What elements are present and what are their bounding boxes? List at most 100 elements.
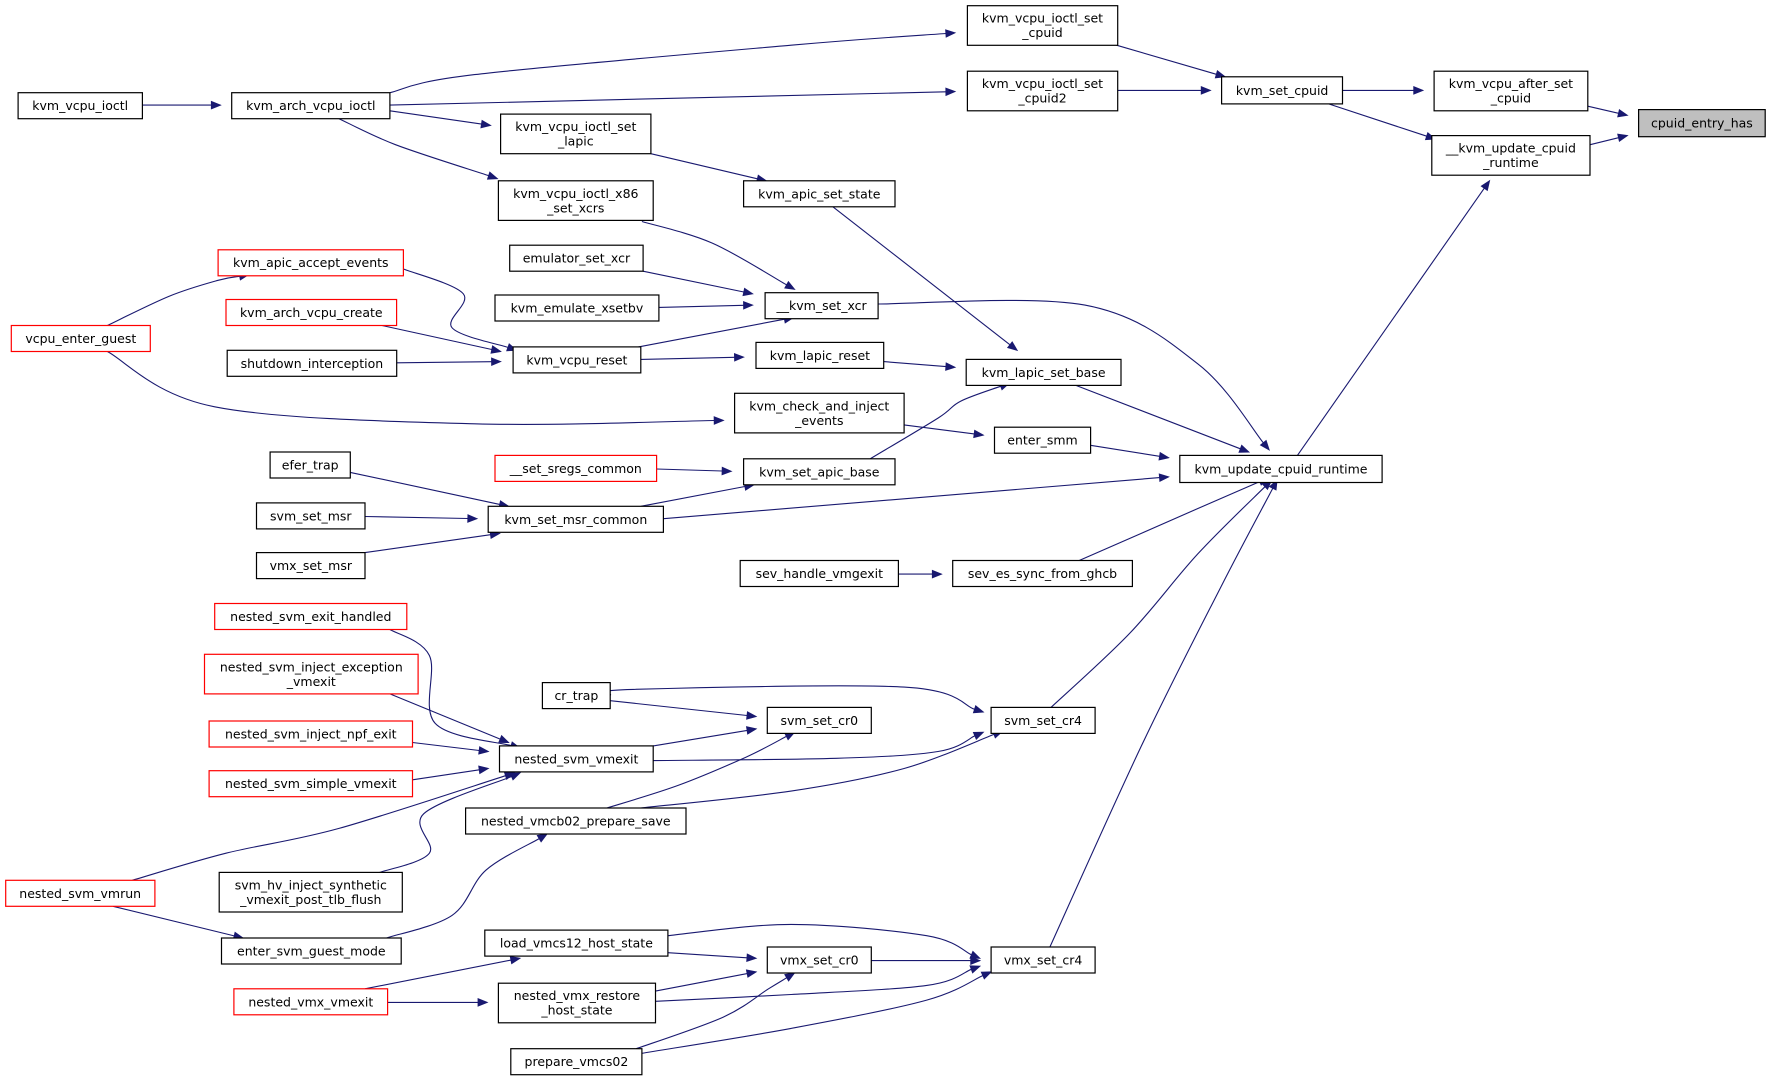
node-kvm-apic-accept-events[interactable]: kvm_apic_accept_events — [217, 249, 405, 277]
node-nested-svm-simple-vmexit[interactable]: nested_svm_simple_vmexit — [208, 770, 414, 798]
node-nested-vmx-vmexit[interactable]: nested_vmx_vmexit — [233, 988, 389, 1016]
node-vcpu-enter-guest[interactable]: vcpu_enter_guest — [10, 324, 151, 353]
arrowhead — [945, 87, 957, 97]
node-svm-set-msr[interactable]: svm_set_msr — [255, 502, 366, 530]
node-label: _cpuid — [1490, 91, 1531, 106]
edge-n17-to-n13 — [396, 357, 502, 367]
node-box — [17, 92, 144, 120]
node-vmx-set-cr0[interactable]: vmx_set_cr0 — [766, 946, 872, 974]
node-svm-set-cr4[interactable]: svm_set_cr4 — [990, 706, 1096, 735]
edge-n40-to-n34 — [379, 772, 522, 873]
node-kvm-set-xcr[interactable]: __kvm_set_xcr — [764, 292, 879, 320]
node-box — [966, 70, 1119, 112]
node-label: kvm_vcpu_ioctl_set — [982, 11, 1103, 26]
node-label: nested_svm_vmrun — [19, 886, 141, 901]
node-label: kvm_emulate_xsetbv — [511, 301, 644, 316]
node-kvm-vcpu-ioctl-set-cpuid2[interactable]: kvm_vcpu_ioctl_set_cpuid2 — [966, 70, 1119, 112]
node-nested-svm-exit-handled[interactable]: nested_svm_exit_handled — [214, 602, 408, 631]
arrowhead — [1480, 179, 1491, 192]
node-enter-svm-guest-mode[interactable]: enter_svm_guest_mode — [220, 937, 402, 965]
node-load-vmcs12-host-state[interactable]: load_vmcs12_host_state — [484, 929, 669, 957]
node-box — [218, 871, 403, 913]
node-kvm-set-msr-common[interactable]: kvm_set_msr_common — [487, 505, 665, 533]
node-emulator-set-xcr[interactable]: emulator_set_xcr — [509, 244, 644, 272]
node-label: kvm_set_msr_common — [504, 512, 647, 527]
node-nested-vmcb02-prepare-save[interactable]: nested_vmcb02_prepare_save — [465, 807, 687, 835]
node-kvm-apic-set-state[interactable]: kvm_apic_set_state — [742, 180, 896, 208]
node-label: nested_svm_inject_exception — [220, 659, 403, 674]
node-set-sregs-common[interactable]: __set_sregs_common — [494, 454, 658, 482]
arrowhead — [973, 429, 985, 439]
node-label: sev_handle_vmgexit — [756, 566, 884, 581]
node-box — [755, 341, 885, 369]
node-box — [742, 180, 896, 208]
node-label: sev_es_sync_from_ghcb — [968, 566, 1117, 581]
node-kvm-arch-vcpu-create[interactable]: kvm_arch_vcpu_create — [225, 298, 398, 327]
arrowhead — [945, 362, 957, 371]
node-nested-svm-vmrun[interactable]: nested_svm_vmrun — [5, 879, 156, 907]
node-label: vmx_set_cr0 — [780, 953, 859, 968]
node-svm-hv-inject-synthetic-vmexit-post-tlb-flush[interactable]: svm_hv_inject_synthetic_vmexit_post_tlb_… — [218, 871, 403, 913]
edge-n19-to-n18 — [832, 206, 1019, 352]
edge-n46-to-n45 — [364, 955, 522, 990]
node-kvm-lapic-set-base[interactable]: kvm_lapic_set_base — [965, 358, 1122, 386]
node-kvm-vcpu-reset[interactable]: kvm_vcpu_reset — [512, 346, 642, 374]
node-cpuid-entry-has[interactable]: cpuid_entry_has — [1637, 108, 1766, 138]
node-nested-vmx-restore-host-state[interactable]: nested_vmx_restore_host_state — [497, 982, 657, 1024]
node-nested-svm-inject-npf-exit[interactable]: nested_svm_inject_npf_exit — [208, 720, 414, 748]
node-kvm-arch-vcpu-ioctl[interactable]: kvm_arch_vcpu_ioctl — [231, 92, 391, 120]
node-label: load_vmcs12_host_state — [500, 936, 653, 951]
edge-n12-to-n9 — [658, 300, 754, 310]
node-sev-es-sync-from-ghcb[interactable]: sev_es_sync_from_ghcb — [952, 559, 1134, 588]
node-box — [952, 559, 1134, 588]
node-vmx-set-msr[interactable]: vmx_set_msr — [255, 551, 366, 580]
node-nested-svm-vmexit[interactable]: nested_svm_vmexit — [498, 745, 654, 773]
arrowhead — [1617, 133, 1629, 143]
node-svm-set-cr0[interactable]: svm_set_cr0 — [766, 706, 872, 735]
node-kvm-vcpu-ioctl-x86-set-xcrs[interactable]: kvm_vcpu_ioctl_x86_set_xcrs — [497, 180, 654, 222]
node-box — [203, 653, 419, 695]
node-kvm-update-cpuid-runtime[interactable]: __kvm_update_cpuid_runtime — [1431, 135, 1591, 176]
node-efer-trap[interactable]: efer_trap — [269, 451, 351, 479]
node-prepare-vmcs02[interactable]: prepare_vmcs02 — [510, 1048, 643, 1076]
node-vmx-set-cr4[interactable]: vmx_set_cr4 — [990, 946, 1096, 974]
node-label: efer_trap — [282, 458, 339, 473]
node-kvm-set-apic-base[interactable]: kvm_set_apic_base — [742, 458, 896, 486]
arrowhead — [746, 711, 758, 720]
edge-n21-to-n18 — [883, 361, 957, 371]
edge-n26-to-n24 — [364, 514, 479, 523]
arrowhead — [1158, 473, 1170, 482]
node-label: vcpu_enter_guest — [25, 331, 136, 346]
node-nested-svm-inject-exception-vmexit[interactable]: nested_svm_inject_exception_vmexit — [203, 653, 419, 695]
arrowhead — [509, 772, 522, 781]
node-label: kvm_lapic_set_base — [982, 365, 1106, 380]
arrowhead — [1413, 86, 1425, 95]
node-box — [225, 298, 398, 327]
node-cr-trap[interactable]: cr_trap — [541, 681, 611, 710]
node-sev-handle-vmgexit[interactable]: sev_handle_vmgexit — [739, 559, 900, 588]
node-box — [766, 706, 872, 735]
arrowhead — [498, 734, 510, 744]
node-kvm-update-cpuid-runtime[interactable]: kvm_update_cpuid_runtime — [1179, 454, 1383, 484]
node-label: _set_xcrs — [546, 200, 604, 215]
node-label: nested_svm_inject_npf_exit — [225, 727, 397, 742]
edge-n41-to-n32 — [640, 730, 1004, 809]
edge-n48-to-n49 — [636, 972, 796, 1050]
node-kvm-check-and-inject-events[interactable]: kvm_check_and_inject_events — [733, 392, 905, 434]
node-enter-smm[interactable]: enter_smm — [993, 426, 1092, 454]
node-kvm-lapic-reset[interactable]: kvm_lapic_reset — [755, 341, 885, 369]
edge-n46-to-n47 — [387, 998, 489, 1007]
node-label: kvm_apic_set_state — [758, 186, 881, 201]
node-label: _host_state — [540, 1003, 612, 1018]
node-kvm-vcpu-ioctl-set-lapic[interactable]: kvm_vcpu_ioctl_set_lapic — [500, 113, 652, 155]
node-kvm-set-cpuid[interactable]: kvm_set_cpuid — [1220, 76, 1344, 105]
node-kvm-vcpu-ioctl[interactable]: kvm_vcpu_ioctl — [17, 92, 144, 120]
node-box — [739, 559, 900, 588]
node-kvm-vcpu-after-set-cpuid[interactable]: kvm_vcpu_after_set_cpuid — [1433, 70, 1589, 112]
arrowhead — [477, 998, 489, 1007]
node-box — [500, 113, 652, 155]
node-label: nested_vmx_restore — [514, 988, 641, 1003]
node-shutdown-interception[interactable]: shutdown_interception — [226, 349, 398, 377]
node-kvm-vcpu-ioctl-set-cpuid[interactable]: kvm_vcpu_ioctl_set_cpuid — [966, 5, 1119, 46]
node-kvm-emulate-xsetbv[interactable]: kvm_emulate_xsetbv — [494, 294, 660, 322]
